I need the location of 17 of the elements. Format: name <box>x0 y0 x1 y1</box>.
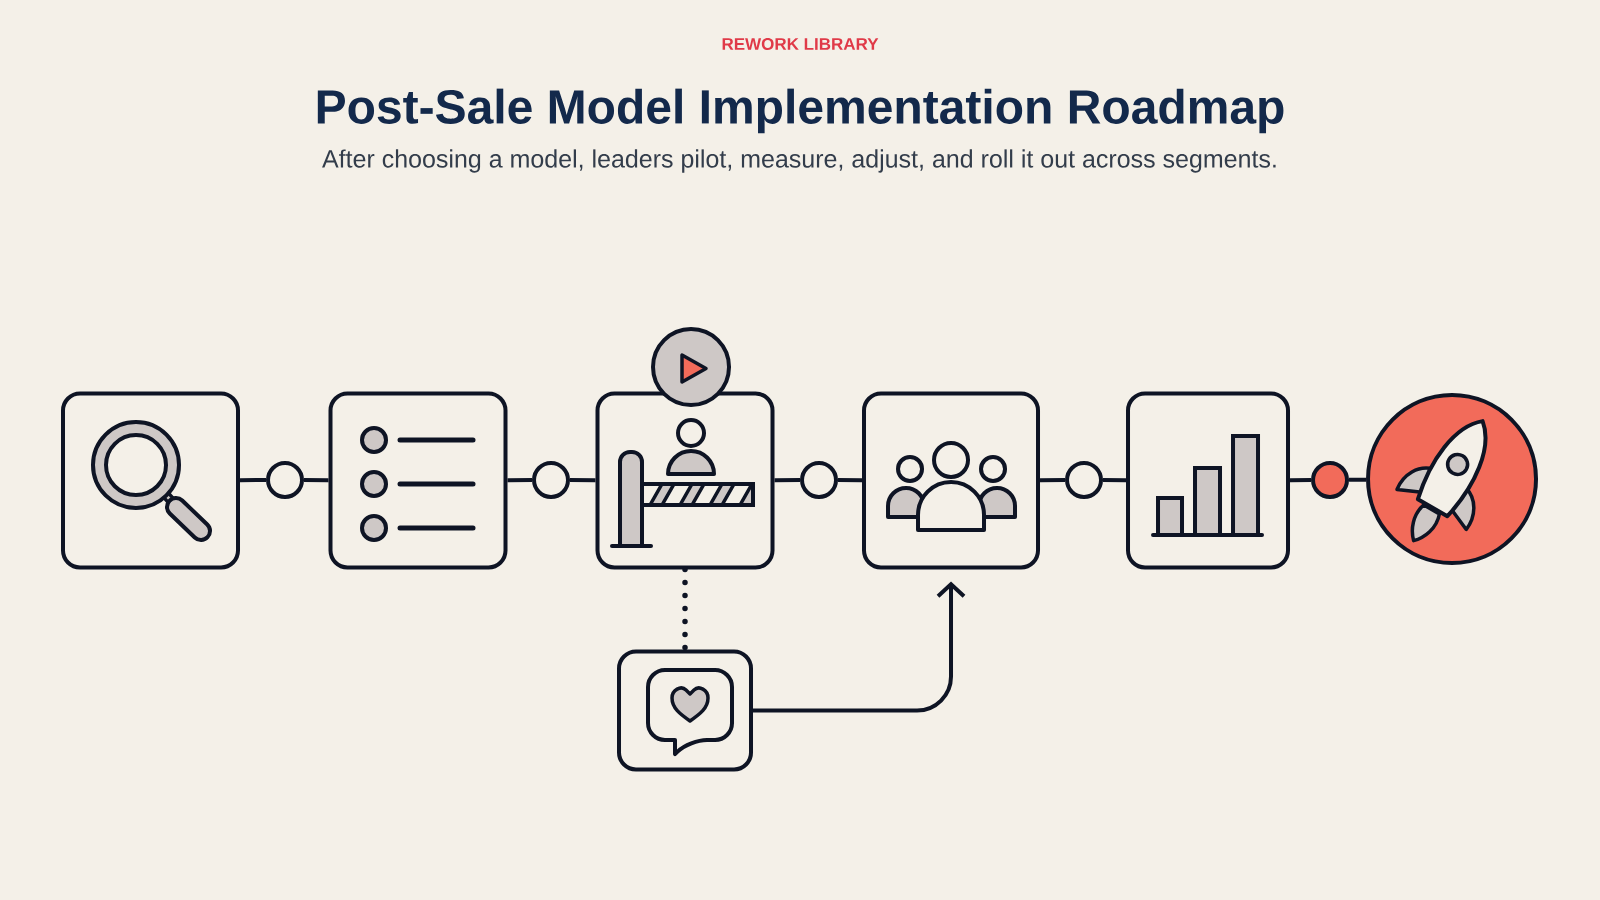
connector-line <box>304 478 329 483</box>
connector-line <box>774 478 800 483</box>
connector-line <box>1349 477 1367 482</box>
connector-line <box>1290 478 1312 483</box>
title: Post-Sale Model Implementation Roadmap <box>317 88 1284 134</box>
subtitle: After choosing a model, leaders pilot, measure, adjust, and roll it out across segments. <box>322 149 1276 173</box>
connector-line <box>240 478 266 483</box>
connector-line <box>570 478 596 483</box>
icon-box <box>328 391 508 570</box>
connector-line <box>507 478 532 483</box>
dotted-line <box>682 566 688 653</box>
badge-circle <box>651 327 731 407</box>
connector-line <box>1103 478 1127 483</box>
connector-line <box>838 478 862 483</box>
eyebrow-text: REWORK LIBRARY <box>722 38 879 51</box>
arrow <box>753 581 966 713</box>
connector-line <box>1040 478 1065 483</box>
